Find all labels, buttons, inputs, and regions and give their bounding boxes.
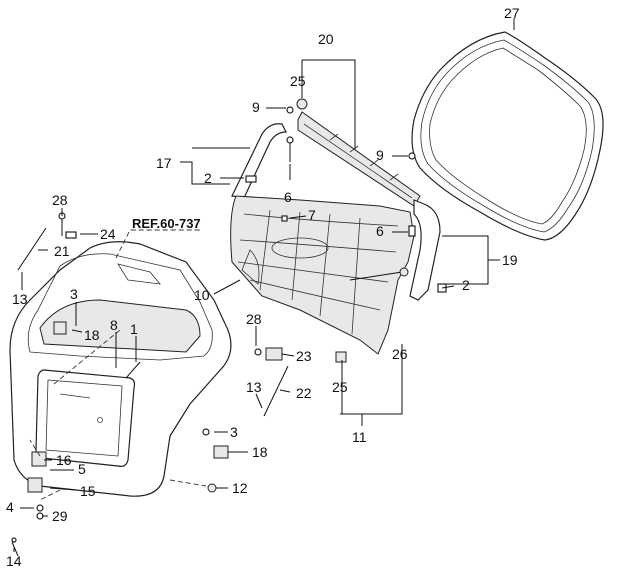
upper-garnish [297,111,421,207]
callout-5: 5 [78,461,86,477]
callout-29: 29 [52,508,68,524]
callout-8: 8 [110,317,118,333]
callout-7: 7 [308,207,316,223]
callout-1: 1 [130,321,138,337]
hardware-parts [11,98,447,557]
callout-9-right: 9 [376,147,384,163]
callout-27: 27 [504,5,520,21]
callout-13-center: 13 [246,379,262,395]
weatherstrip-seal [411,31,604,241]
callout-26: 26 [392,346,408,362]
callout-11: 11 [352,429,367,445]
callout-19: 19 [502,252,518,268]
callout-6-upper: 6 [284,189,292,205]
callout-18-upper: 18 [84,327,100,343]
callout-20: 20 [318,31,334,47]
callout-9-left: 9 [252,99,260,115]
callout-4: 4 [6,499,14,515]
reference-lines [29,229,207,501]
callout-25-upper: 25 [290,73,306,89]
callout-2-left: 2 [204,170,212,186]
callout-15: 15 [80,483,96,499]
inner-trim-panel [230,195,415,355]
callout-17: 17 [156,155,172,171]
callout-25-lower: 25 [332,379,348,395]
callout-2-right: 2 [462,277,470,293]
left-side-trim [231,123,287,199]
callout-24: 24 [100,226,116,242]
callout-14: 14 [6,553,22,569]
callout-3-lower: 3 [230,424,238,440]
reference-label: REF.60-737 [132,216,201,231]
callout-12: 12 [232,480,248,496]
callout-22: 22 [296,385,312,401]
callout-6-right: 6 [376,223,384,239]
callout-28-left: 28 [52,192,68,208]
callout-labels: REF.60-737 27 20 25 9 9 17 2 6 6 7 28 24… [6,5,520,569]
callout-16: 16 [56,452,72,468]
callout-13-left: 13 [12,291,28,307]
callout-28-center: 28 [246,311,262,327]
callout-10: 10 [194,287,210,303]
callout-3-upper: 3 [70,286,78,302]
tailgate-outer-panel [9,241,232,497]
callout-18-lower: 18 [252,444,268,460]
leader-lines [13,18,515,552]
callout-21: 21 [54,243,70,259]
callout-23: 23 [296,348,312,364]
right-side-trim [409,199,441,301]
